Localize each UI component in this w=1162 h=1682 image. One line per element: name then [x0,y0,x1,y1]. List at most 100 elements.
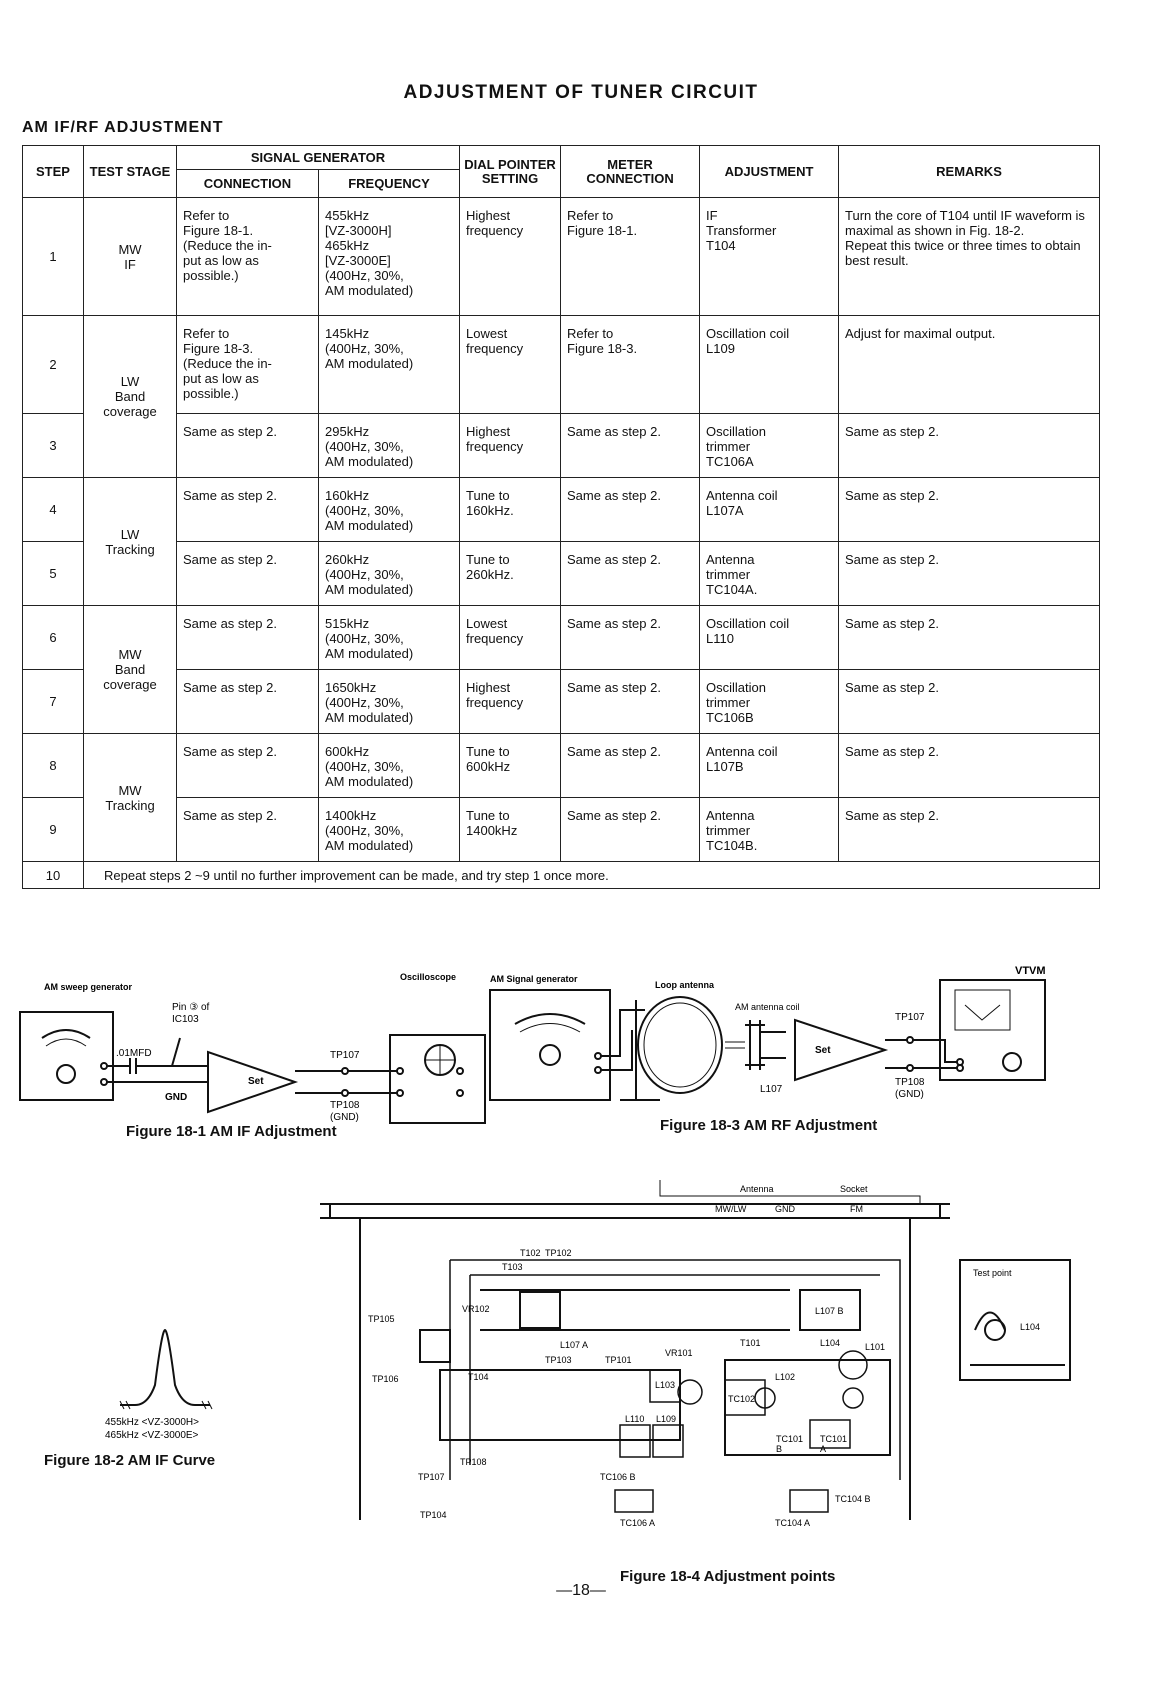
label-tp101: TP101 [605,1355,632,1365]
meter-arc [41,1029,91,1039]
fig3-siggen-label: AM Signal generator [490,974,578,984]
header-frequency: FREQUENCY [317,169,461,198]
meter-arc [514,1013,586,1025]
fig1-tp108-gnd-label: (GND) [330,1112,359,1123]
fig4-gnd-label: GND [775,1204,796,1214]
header-dial-pointer: DIAL POINTER SETTING [459,145,562,198]
label-t104: T104 [468,1372,489,1382]
fig1-ic-label: IC103 [172,1014,199,1025]
loop-antenna [637,996,723,1094]
stage-cell: LW Band coverage [83,315,177,478]
header-connection: CONNECTION [176,169,319,198]
fig3-tp108-label: TP108 [895,1077,925,1088]
remarks-cell: Same as step 2. [838,413,1101,478]
remarks-cell: Same as step 2. [838,797,1101,862]
note-cell: Repeat steps 2 ~9 until no further impro… [82,861,1101,889]
label-l110: L110 [625,1414,644,1424]
dial-cell: Tune to 260kHz. [459,541,562,606]
t104-area [439,1369,681,1441]
dial-cell: Tune to 600kHz [459,733,562,798]
label-l103: L103 [655,1380,675,1390]
label-l101: L101 [865,1342,885,1352]
section-title: AM IF/RF ADJUSTMENT [22,119,224,136]
header-meter-connection: METER CONNECTION [560,145,701,198]
frequency-cell: 145kHz (400Hz, 30%, AM modulated) [317,315,461,414]
step-cell: 8 [22,733,84,798]
knob-icon [539,1044,561,1066]
label-vr102: VR102 [462,1304,490,1314]
label-t101: T101 [740,1338,761,1348]
label-l102: L102 [775,1372,795,1382]
figure-18-4: Antenna Socket MW/LW GND FM Test point L… [320,1180,1071,1528]
meter-cell: Same as step 2. [560,413,701,478]
frequency-cell: 260kHz (400Hz, 30%, AM modulated) [317,541,461,606]
step-cell: 9 [22,797,84,862]
adjustment-cell: Oscillation coil L109 [699,315,840,414]
fig4-fm-label: FM [850,1204,863,1214]
step-cell: 3 [22,413,84,478]
step-cell: 6 [22,605,84,670]
oscilloscope-box [389,1034,486,1124]
figure-18-2-caption: Figure 18-2 AM IF Curve [44,1452,216,1469]
connection-cell: Same as step 2. [176,413,319,478]
dial-cell: Tune to 1400kHz [459,797,562,862]
fig1-tp108-label: TP108 [330,1100,360,1111]
fig2-freq1: 455kHz <VZ-3000H> [105,1417,199,1428]
if-curve [120,1328,210,1406]
connection-cell: Refer to Figure 18-1. (Reduce the in- pu… [176,197,319,316]
header-remarks: REMARKS [838,145,1101,198]
remarks-cell: Turn the core of T104 until IF waveform … [838,197,1101,316]
remarks-cell: Same as step 2. [838,733,1101,798]
fig4-testpoint-label: Test point [973,1268,1012,1278]
frequency-cell: 600kHz (400Hz, 30%, AM modulated) [317,733,461,798]
connection-cell: Same as step 2. [176,733,319,798]
adjustment-cell: IF Transformer T104 [699,197,840,316]
adjustment-cell: Antenna trimmer TC104A. [699,541,840,606]
frequency-cell: 1650kHz (400Hz, 30%, AM modulated) [317,669,461,734]
table-row: 8 MW Tracking Same as step 2. 600kHz (40… [22,733,1101,862]
tp105-block [419,1329,451,1363]
table-row: 10 Repeat steps 2 ~9 until no further im… [22,861,1101,889]
figure-18-1: AM sweep generator Pin ③ of IC103 .01MFD… [19,972,486,1124]
table-row: 6 MW Band coverage Same as step 2. 515kH… [22,605,1101,734]
remarks-cell: Adjust for maximal output. [838,315,1101,414]
fig3-tp107-label: TP107 [895,1012,925,1023]
table-row: 2 LW Band coverage Refer to Figure 18-3.… [22,315,1101,478]
label-tc104b: TC104 B [835,1494,871,1504]
meter-cell: Same as step 2. [560,477,701,542]
fig4-mwlw-label: MW/LW [715,1204,747,1214]
header-adjustment: ADJUSTMENT [699,145,840,198]
remarks-cell: Same as step 2. [838,605,1101,670]
stage-cell: MW Tracking [83,733,177,862]
figure-18-3-caption: Figure 18-3 AM RF Adjustment [660,1117,878,1134]
sweep-generator-box [19,1011,114,1101]
frequency-cell: 1400kHz (400Hz, 30%, AM modulated) [317,797,461,862]
label-tp105: TP105 [368,1314,395,1324]
fig1-scope-label: Oscilloscope [400,972,456,982]
label-tc106a: TC106 A [620,1518,655,1528]
frequency-cell: 160kHz (400Hz, 30%, AM modulated) [317,477,461,542]
label-vr101: VR101 [665,1348,693,1358]
adjustment-cell: Antenna coil L107B [699,733,840,798]
table-row: 4 LW Tracking Same as step 2. 160kHz (40… [22,477,1101,606]
fig1-tp107-label: TP107 [330,1050,360,1061]
header-signal-generator: SIGNAL GENERATOR [175,145,461,170]
figure-18-4-caption: Figure 18-4 Adjustment points [620,1568,836,1585]
step-cell: 7 [22,669,84,734]
label-tp108: TP108 [460,1457,487,1467]
fig1-cap-label: .01MFD [116,1048,152,1059]
fig4-socket-label: Socket [840,1184,868,1194]
dial-cell: Highest frequency [459,413,562,478]
connection-cell: Same as step 2. [176,605,319,670]
adjustment-cell: Oscillation coil L110 [699,605,840,670]
label-l109: L109 [656,1414,676,1424]
meter-arc-inner [45,1038,87,1047]
fig3-set-label: Set [815,1045,831,1056]
header-step: STEP [22,145,84,198]
label-tp106: TP106 [372,1374,399,1384]
fig2-freq2: 465kHz <VZ-3000E> [105,1430,199,1441]
fig1-sweep-label: AM sweep generator [44,982,133,992]
frequency-cell: 455kHz [VZ-3000H] 465kHz [VZ-3000E] (400… [317,197,461,316]
page-number: —18— [556,1582,606,1599]
